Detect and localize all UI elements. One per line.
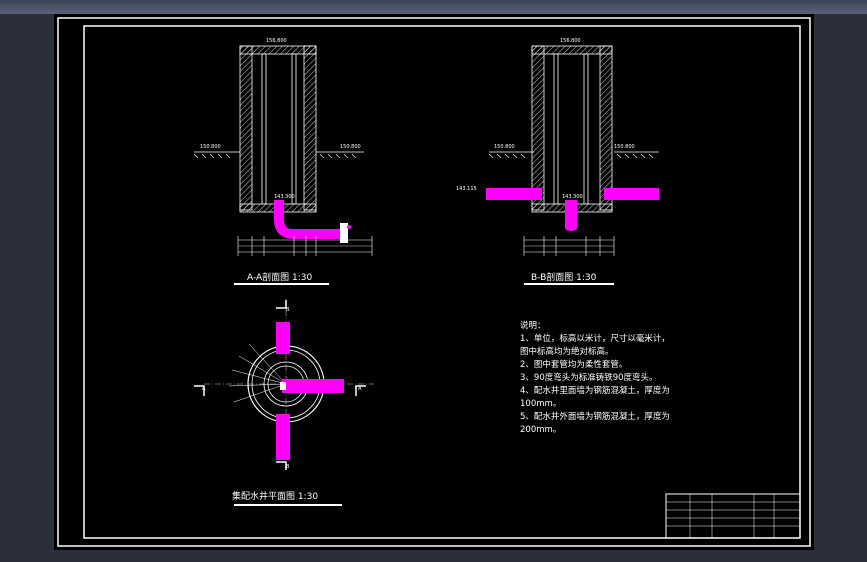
section-marker-a-right: A	[358, 386, 362, 392]
notes-block: 说明： 1、单位，标高以米计，尺寸以毫米计， 图中标高均为绝对标高。 2、图中套…	[520, 320, 670, 437]
plan-drawing	[194, 299, 374, 506]
plan-right-pipe	[282, 379, 344, 393]
aa-ground-elevation-left: 150.800	[200, 144, 221, 150]
aa-ground-elevation-right: 150.800	[340, 144, 361, 150]
bb-ground-elevation-left: 150.800	[494, 144, 515, 150]
bb-ground-elevation-right: 150.800	[614, 144, 635, 150]
bb-bottom-elevation: 143.300	[562, 194, 583, 200]
inner-frame	[83, 25, 801, 539]
aa-top-elevation: 156.800	[266, 38, 287, 44]
note-line: 1、单位，标高以米计，尺寸以毫米计，	[520, 334, 670, 344]
note-line: 2、图中套管均为柔性套管。	[520, 360, 628, 370]
bb-left-pipe	[486, 188, 542, 200]
bb-top-elevation: 156.800	[560, 38, 581, 44]
section-marker-b-top: B	[286, 307, 290, 313]
plan-top-pipe	[276, 322, 290, 354]
note-line: 100mm。	[520, 399, 562, 409]
section-marker-a-left: A	[202, 386, 206, 392]
outer-frame	[57, 17, 811, 547]
note-line: 5、配水井外面墙为钢筋混凝土，厚度为	[520, 412, 670, 422]
note-line: 图中标高均为绝对标高。	[520, 347, 614, 357]
drawing-sheet[interactable]: 156.800 150.800 150.800 143.300 156.800 …	[54, 14, 814, 550]
aa-section-title: A-A剖面图 1:30	[247, 273, 313, 283]
title-block	[665, 493, 801, 539]
note-line: 4、配水井里面墙为钢筋混凝土，厚度为	[520, 386, 670, 396]
plan-bottom-pipe	[276, 414, 290, 460]
aa-elbow-pipe	[274, 200, 346, 239]
bb-right-pipe	[604, 188, 659, 200]
note-line: 200mm。	[520, 425, 562, 435]
bb-bottom-pipe	[565, 200, 577, 228]
notes-heading: 说明：	[520, 321, 546, 331]
bb-section-title: B-B剖面图 1:30	[531, 273, 597, 283]
section-marker-b-bottom: B	[286, 464, 290, 470]
plan-section-title: 集配水井平面图 1:30	[232, 492, 319, 502]
aa-bottom-elevation: 143.300	[274, 194, 295, 200]
window-top-strip	[0, 0, 867, 14]
bb-left-pipe-elevation: 143.115	[456, 186, 477, 192]
bb-section-drawing	[486, 45, 659, 285]
note-line: 3、90度弯头为标准铸铁90度弯头。	[520, 373, 658, 383]
aa-section-drawing	[193, 45, 373, 285]
drawing-canvas	[57, 17, 811, 547]
